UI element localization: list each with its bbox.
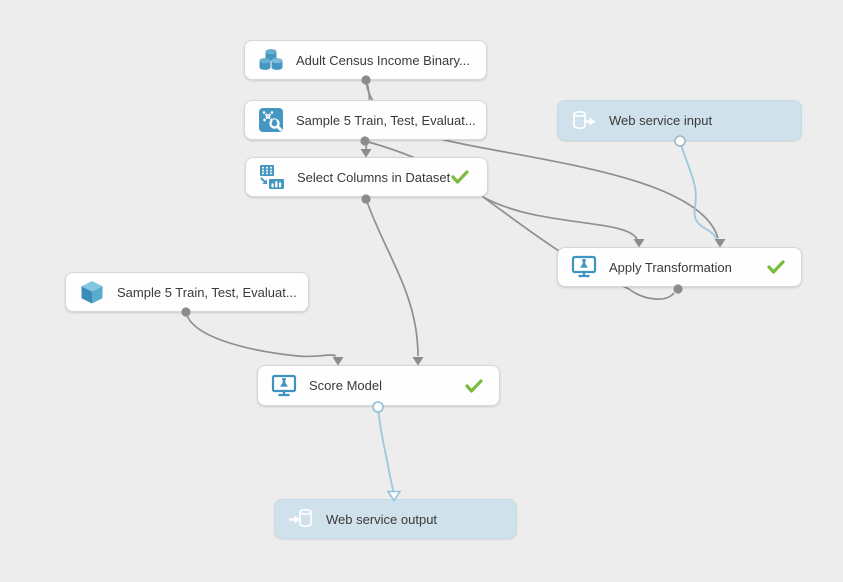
trained-model-cube-icon (79, 279, 105, 305)
node-label: Web service input (609, 113, 713, 128)
edge-trained-model-to-score-model[interactable] (185, 311, 337, 358)
edge-score-model-to-web-output[interactable] (377, 406, 394, 492)
node-label: Web service output (326, 511, 438, 527)
node-score-model[interactable]: Score Model (257, 365, 500, 406)
experiment-monitor-icon (271, 373, 297, 399)
node-label: Sample 5 Train, Test, Evaluat... (296, 112, 476, 128)
status-check-icon (767, 260, 785, 274)
status-check-icon (465, 378, 483, 393)
node-label: Select Columns in Dataset (297, 169, 451, 185)
node-label: Adult Census Income Binary... (296, 52, 470, 68)
node-label: Score Model (309, 378, 382, 393)
node-transform-sample5[interactable]: Sample 5 Train, Test, Evaluat... (244, 100, 487, 140)
node-apply-transformation[interactable]: Apply Transformation (557, 247, 802, 287)
node-web-service-output[interactable]: Web service output (274, 499, 517, 539)
web-service-output-icon (288, 506, 314, 532)
node-label: Apply Transformation (609, 259, 732, 275)
node-dataset-adult-census[interactable]: Adult Census Income Binary... (244, 40, 487, 80)
transform-wrench-icon (258, 107, 284, 133)
experiment-monitor-icon (571, 254, 597, 280)
node-select-columns[interactable]: Select Columns in Dataset (245, 157, 488, 197)
edge-web-input-to-apply-transformation[interactable] (679, 140, 718, 241)
web-service-input-icon (571, 108, 597, 134)
node-trained-model-sample5[interactable]: Sample 5 Train, Test, Evaluat... (65, 272, 309, 312)
node-label: Sample 5 Train, Test, Evaluat... (117, 284, 297, 300)
select-columns-icon (259, 164, 285, 190)
node-web-service-input[interactable]: Web service input (557, 100, 802, 141)
dataset-cylinders-icon (258, 47, 284, 73)
edge-select-columns-to-score-model[interactable] (365, 198, 419, 357)
